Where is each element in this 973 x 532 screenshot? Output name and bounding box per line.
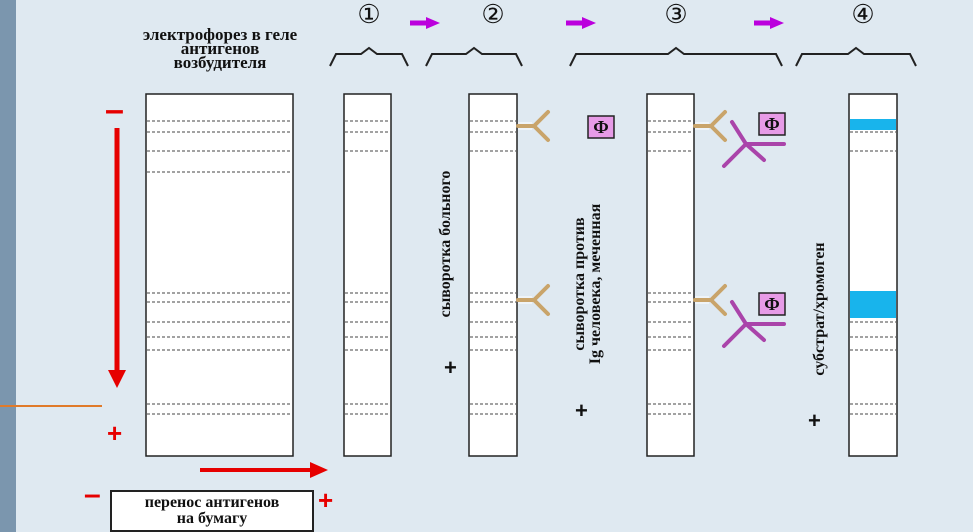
- enzyme-icon-free-text: Ф: [593, 117, 608, 137]
- step-number-4: ④: [851, 0, 875, 29]
- gel-strip: [145, 93, 294, 457]
- plus-sign-right: +: [318, 485, 334, 515]
- enzyme-icon-lower-box: [758, 292, 786, 316]
- step-arrow-icon-0-head: [426, 17, 440, 29]
- transfer-label: перенос антигенов на бумагу: [110, 490, 314, 532]
- enzyme-icon-lower-text: Ф: [764, 294, 779, 314]
- bracket-icon-3: [569, 46, 783, 67]
- plus-sign-step4: +: [808, 408, 821, 433]
- red-arrow-vertical-head: [108, 370, 126, 388]
- minus-sign-top: –: [105, 91, 124, 129]
- antibody-icon-step3-upper-highlight: [695, 122, 709, 130]
- enzyme-icon-upper-box: [758, 112, 786, 136]
- plus-sign-step3: +: [575, 398, 588, 423]
- substrate-label: субстрат/хромоген: [811, 242, 828, 376]
- paper-strip-3: [646, 93, 695, 457]
- step-arrow-icon-2-head: [770, 17, 784, 29]
- plus-sign-bottom: +: [107, 418, 123, 448]
- colored-band-lower: [850, 291, 896, 318]
- antibody-icon-step3-lower-highlight: [695, 296, 709, 304]
- electrophoresis-label: электрофорез в геле антигенов возбудител…: [142, 25, 298, 72]
- bracket-icon-2: [425, 46, 523, 67]
- labeled-antibody-icon-lower: [722, 300, 786, 348]
- antibody-icon-step2-upper: [516, 110, 550, 142]
- plus-sign-step2: +: [444, 355, 457, 380]
- step-number-1: ①: [357, 0, 381, 29]
- colored-band-upper: [850, 119, 896, 130]
- enzyme-icon-upper-text: Ф: [764, 114, 779, 134]
- antibody-icon-step2-lower: [516, 284, 550, 316]
- enzyme-icon-free-box: [587, 115, 615, 139]
- paper-strip-2: [468, 93, 518, 457]
- step-arrow-icon-1-head: [582, 17, 596, 29]
- step-number-2: ②: [481, 0, 505, 29]
- paper-strip-1: [343, 93, 392, 457]
- antibody-icon-step3-upper: [693, 110, 727, 142]
- red-arrow-horizontal-head: [310, 462, 328, 478]
- bracket-icon-1: [329, 46, 409, 67]
- labeled-antibody-icon-upper: [722, 120, 786, 168]
- antibody-icon-step3-lower: [693, 284, 727, 316]
- serum-anti-ig-label-line2: Ig человека, меченная: [587, 203, 604, 365]
- serum-patient-label: сыворотка больного: [437, 170, 454, 318]
- step-number-3: ③: [664, 0, 688, 29]
- transfer-label-text: перенос антигенов на бумагу: [144, 494, 280, 527]
- antibody-icon-step2-lower-highlight: [518, 296, 532, 304]
- paper-strip-4: [848, 93, 898, 457]
- bracket-icon-4: [795, 46, 917, 67]
- antibody-icon-step2-upper-highlight: [518, 122, 532, 130]
- minus-sign-left: –: [84, 478, 101, 511]
